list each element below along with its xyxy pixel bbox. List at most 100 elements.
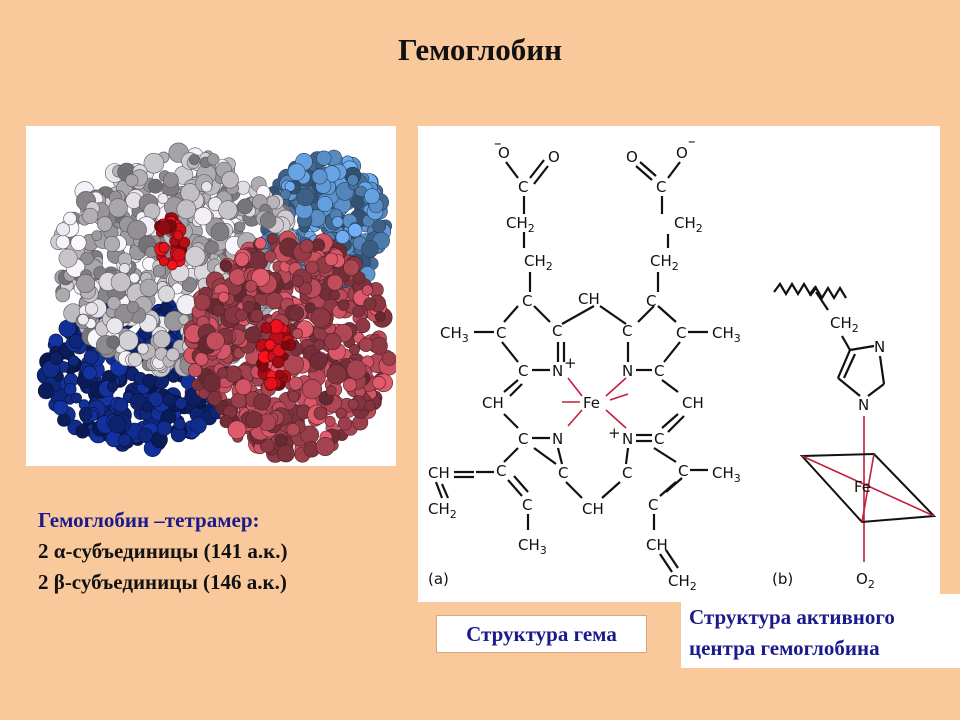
atom-sphere — [75, 424, 90, 439]
right-propionate-group: O O – C CH2 CH2 — [626, 132, 703, 292]
atom-sphere — [299, 239, 314, 254]
atom-sphere — [193, 293, 211, 311]
svg-text:CH3: CH3 — [712, 324, 741, 345]
atom-sphere — [292, 328, 303, 339]
carbon-label: C — [518, 178, 528, 196]
atom-sphere — [352, 271, 366, 285]
atom-sphere — [288, 305, 305, 321]
atom-sphere — [331, 216, 344, 228]
atom-sphere — [127, 220, 147, 240]
atom-sphere — [279, 189, 291, 200]
atom-sphere — [157, 220, 172, 235]
atom-sphere — [202, 373, 221, 393]
atom-sphere — [158, 241, 170, 254]
atom-sphere — [358, 337, 374, 352]
atom-sphere — [335, 230, 350, 245]
atom-sphere — [324, 415, 336, 427]
atom-sphere — [284, 181, 296, 192]
atom-sphere — [350, 195, 365, 209]
atom-sphere — [97, 216, 113, 232]
atom-sphere — [91, 230, 103, 241]
oxygen-label: O — [498, 144, 510, 162]
atom-sphere — [210, 222, 230, 242]
atom-sphere — [219, 414, 233, 428]
atom-sphere — [227, 420, 247, 440]
atom-sphere — [48, 333, 64, 349]
iron-label: Fe — [854, 478, 871, 496]
carbon-label: C — [522, 292, 532, 310]
atom-sphere — [361, 240, 379, 258]
atom-sphere — [58, 248, 78, 268]
atom-sphere — [219, 259, 233, 272]
atom-sphere — [291, 274, 304, 287]
oxygen-label: O — [626, 148, 638, 166]
svg-text:CH3: CH3 — [440, 324, 469, 345]
atom-sphere — [348, 223, 363, 238]
atom-sphere — [108, 415, 127, 434]
atom-sphere — [137, 427, 153, 443]
svg-text:CH2: CH2 — [650, 252, 679, 273]
atom-sphere — [113, 397, 129, 413]
iron-label: Fe — [583, 394, 600, 412]
atom-sphere — [288, 376, 303, 391]
atom-sphere — [82, 207, 99, 224]
atom-sphere — [264, 339, 276, 351]
atom-sphere — [266, 292, 284, 310]
atom-sphere — [382, 351, 396, 366]
atom-sphere — [309, 352, 328, 371]
atom-sphere — [201, 181, 213, 193]
tetramer-heading: Гемоглобин –тетрамер: — [38, 508, 260, 532]
active-center-caption: Структура активного центра гемоглобина — [681, 594, 960, 668]
atom-sphere — [152, 330, 171, 349]
atom-sphere — [205, 331, 225, 351]
methine-label: CH — [578, 290, 600, 308]
atom-sphere — [37, 382, 55, 400]
atom-sphere — [162, 172, 179, 188]
svg-text:CH2: CH2 — [428, 500, 457, 521]
atom-sphere — [296, 187, 315, 207]
atom-sphere — [57, 413, 71, 427]
svg-text:–: – — [688, 132, 696, 150]
nitrogen-label: N — [552, 430, 563, 448]
atom-sphere — [337, 416, 352, 431]
carbon-label: C — [676, 324, 686, 342]
atom-sphere — [188, 363, 203, 378]
svg-text:O2: O2 — [856, 570, 875, 591]
atom-sphere — [274, 433, 288, 447]
atom-sphere — [287, 390, 300, 403]
atom-sphere — [168, 371, 180, 383]
atom-sphere — [311, 168, 328, 185]
atom-sphere — [271, 355, 285, 369]
atom-sphere — [82, 365, 97, 381]
atom-sphere — [253, 393, 271, 411]
atom-sphere — [126, 301, 140, 314]
atom-sphere — [106, 317, 124, 335]
atom-sphere — [53, 400, 69, 416]
atom-sphere — [286, 422, 300, 437]
atom-sphere — [167, 260, 178, 271]
svg-text:CH2: CH2 — [674, 214, 703, 235]
atom-sphere — [156, 420, 172, 436]
active-center-caption-line2: центра гемоглобина — [689, 636, 880, 660]
atom-sphere — [325, 385, 337, 397]
carbon-label: C — [496, 462, 506, 480]
hemoglobin-3d-model-image — [26, 126, 396, 466]
atom-sphere — [259, 212, 277, 229]
nitrogen-label: N — [622, 362, 633, 380]
atom-sphere — [316, 150, 332, 166]
atom-sphere — [337, 299, 350, 311]
atom-sphere — [254, 237, 267, 250]
atom-sphere — [137, 342, 149, 355]
atom-sphere — [152, 264, 166, 278]
left-propionate-group: – O O C CH2 CH2 — [494, 134, 560, 292]
atom-sphere — [264, 376, 278, 391]
nitrogen-label: N — [622, 430, 633, 448]
atom-sphere — [71, 392, 82, 404]
carbon-label: C — [522, 496, 532, 514]
svg-text:+: + — [608, 424, 621, 442]
carbon-label: C — [646, 292, 656, 310]
active-center-diagram: CH2 N N Fe O2 — [773, 281, 937, 591]
atom-sphere — [178, 314, 190, 325]
atom-sphere — [118, 433, 132, 447]
carbon-label: C — [622, 322, 632, 340]
